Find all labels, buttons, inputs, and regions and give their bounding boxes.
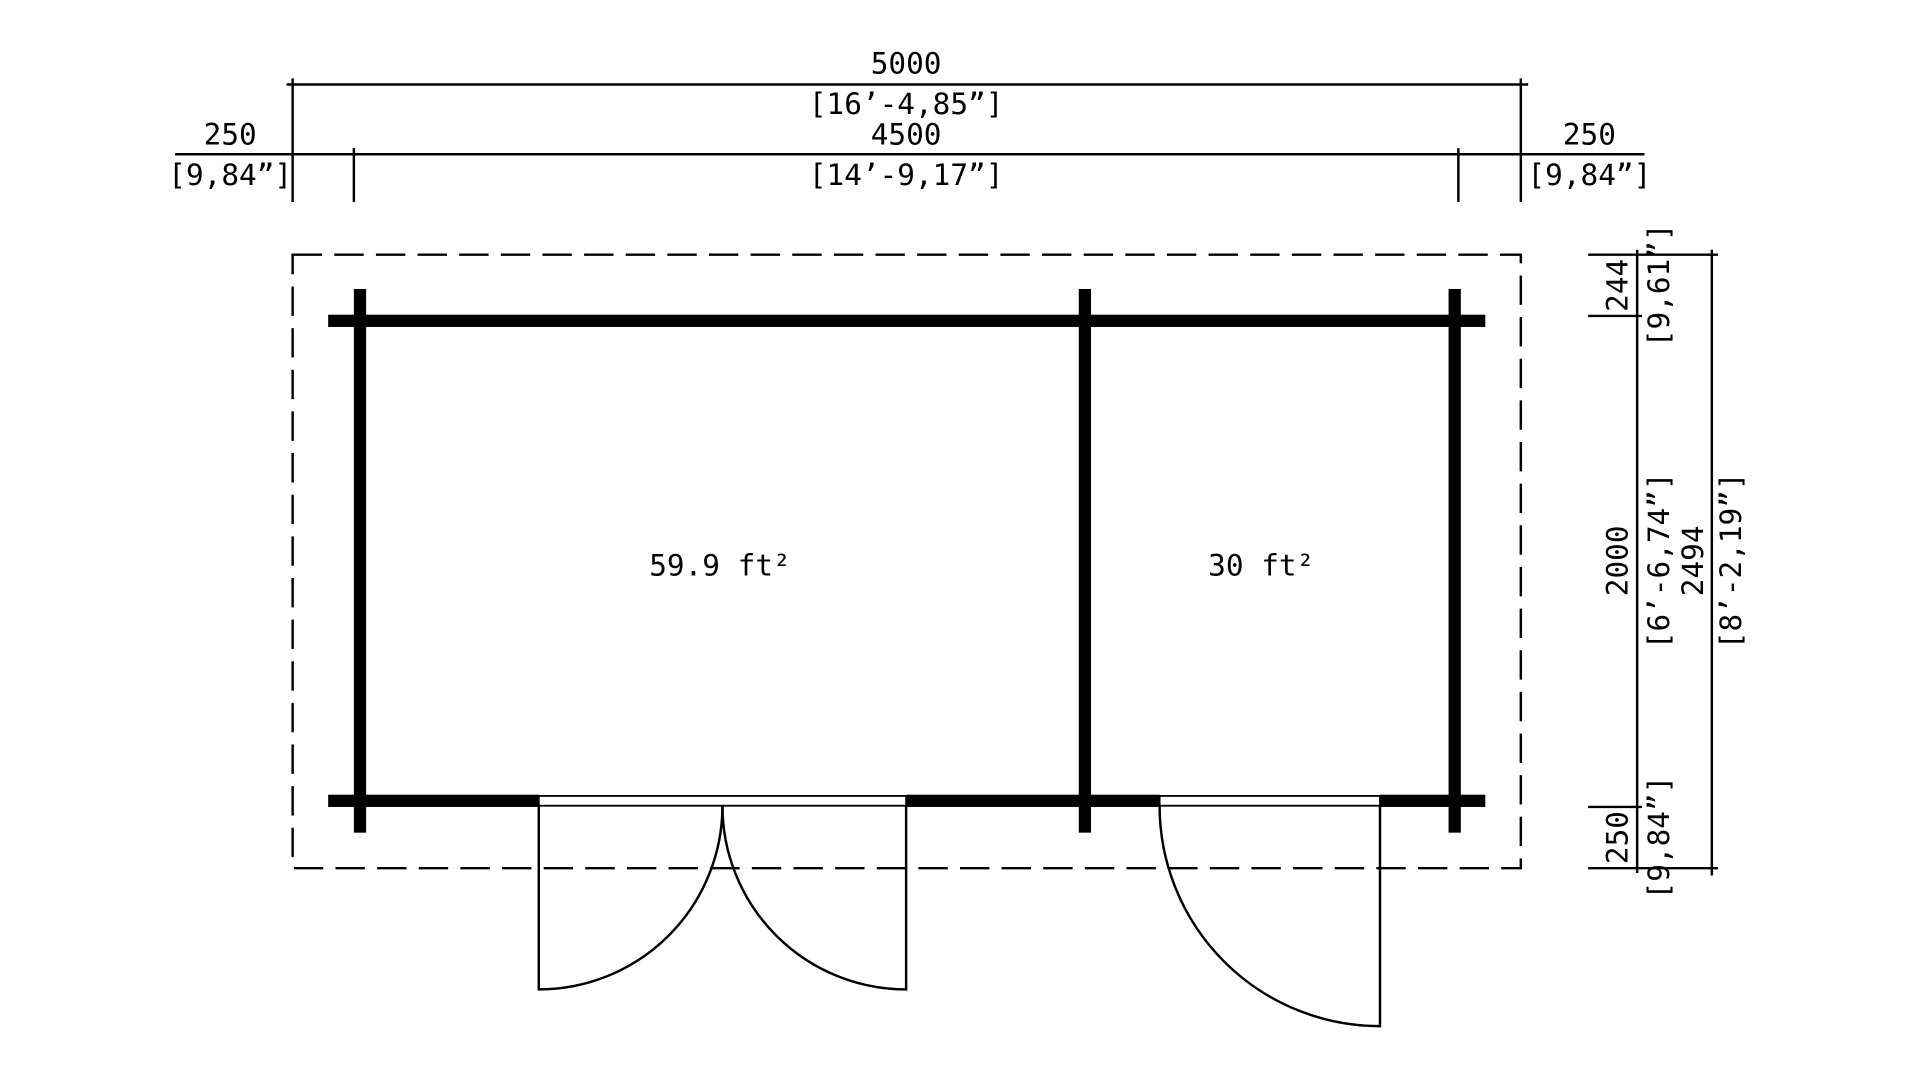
wall-partition — [1078, 288, 1092, 833]
wall-top — [328, 314, 1486, 327]
dimension-mm: 250 — [1563, 117, 1616, 151]
door-leaf-left — [537, 805, 724, 991]
right-dimensions: 244 [9,61”] 2000 [6’-6,74”] 2494 [8’-2,1… — [1588, 223, 1748, 899]
top-dimensions: 5000 [16’-4,85”] 4500 [14’-9,17”] 250 [9… — [168, 46, 1651, 203]
door-leaf-right — [721, 805, 908, 991]
wall-left — [353, 288, 367, 833]
roof-outline — [291, 253, 1523, 870]
dimension-imperial: [8’-2,19”] — [1714, 472, 1748, 649]
wall-bottom-segment — [906, 794, 1160, 807]
dimension-imperial: [9,61”] — [1642, 223, 1676, 347]
dimension-mm: 250 — [204, 117, 257, 151]
walls — [328, 288, 1486, 833]
dimension-mm: 4500 — [871, 117, 942, 151]
single-door — [1158, 805, 1382, 1028]
dimension-imperial: [9,84”] — [1527, 158, 1651, 192]
wall-bottom-segment — [1380, 794, 1486, 807]
door-threshold — [537, 795, 908, 807]
double-door — [537, 805, 908, 991]
dimension-imperial: [14’-9,17”] — [809, 158, 1004, 192]
dimension-mm: 2000 — [1600, 525, 1634, 596]
door-threshold — [1158, 795, 1381, 807]
room-area-label: 30 ft² — [1208, 548, 1314, 582]
dimension-imperial: [9,84”] — [168, 158, 292, 192]
dimension-imperial: [9,84”] — [1642, 776, 1676, 900]
wall-bottom-segment — [328, 794, 539, 807]
wall-right — [1448, 288, 1461, 833]
dimension-mm: 244 — [1600, 259, 1634, 312]
dimension-mm: 250 — [1600, 811, 1634, 864]
dimension-mm: 2494 — [1676, 525, 1710, 596]
dimension-imperial: [16’-4,85”] — [809, 87, 1004, 121]
dimension-imperial: [6’-6,74”] — [1642, 472, 1676, 649]
room-area-label: 59.9 ft² — [649, 548, 790, 582]
dimension-mm: 5000 — [871, 46, 942, 80]
